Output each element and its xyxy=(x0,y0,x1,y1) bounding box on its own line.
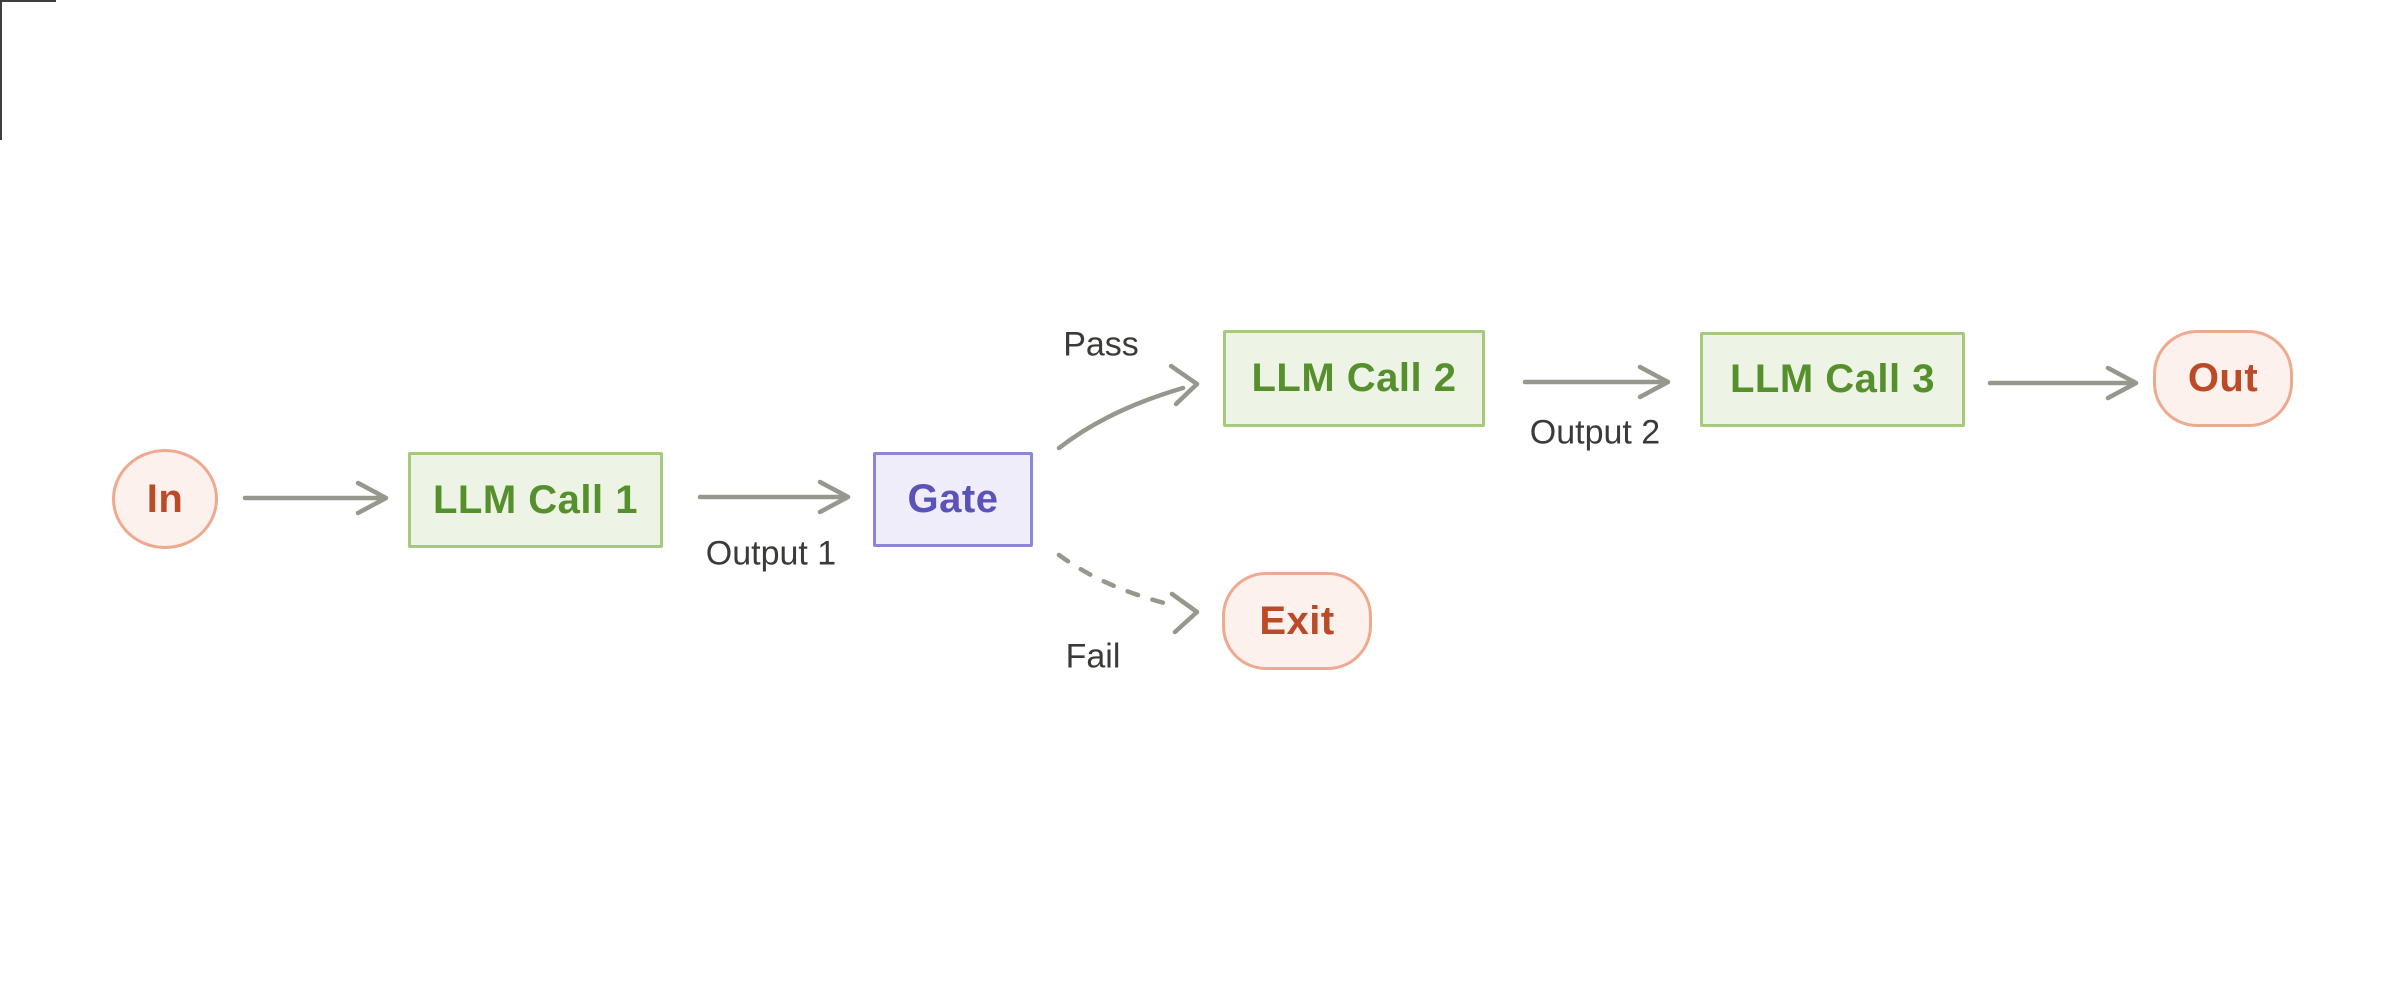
edge-label-output-2: Output 2 xyxy=(1529,413,1661,452)
node-exit-label: Exit xyxy=(1259,598,1335,643)
node-gate-label: Gate xyxy=(907,477,999,521)
edge-gate-to-llm2-pass xyxy=(1056,363,1200,451)
node-in-label: In xyxy=(146,476,184,521)
node-llm-call-2: LLM Call 2 xyxy=(1223,330,1485,427)
corner-mark xyxy=(0,0,56,140)
node-out-label: Out xyxy=(2187,356,2259,400)
node-llm-call-3: LLM Call 3 xyxy=(1700,332,1965,427)
node-llm-call-1: LLM Call 1 xyxy=(408,452,663,548)
node-in: In xyxy=(112,449,218,549)
edge-label-pass: Pass xyxy=(1063,325,1139,364)
node-out: Out xyxy=(2153,330,2293,427)
edge-llm2-to-llm3 xyxy=(1522,364,1671,400)
edge-label-fail: Fail xyxy=(1065,637,1121,676)
edge-in-to-llm1 xyxy=(242,480,389,516)
node-exit: Exit xyxy=(1222,572,1372,670)
edge-llm3-to-out xyxy=(1987,365,2139,401)
node-llm-call-3-label: LLM Call 3 xyxy=(1729,357,1936,401)
edge-gate-to-exit-fail xyxy=(1056,552,1200,635)
node-llm-call-2-label: LLM Call 2 xyxy=(1251,356,1457,400)
edge-label-output-1: Output 1 xyxy=(705,534,837,573)
edge-llm1-to-gate xyxy=(697,479,851,515)
node-gate: Gate xyxy=(873,452,1033,547)
node-llm-call-1-label: LLM Call 1 xyxy=(432,477,639,522)
